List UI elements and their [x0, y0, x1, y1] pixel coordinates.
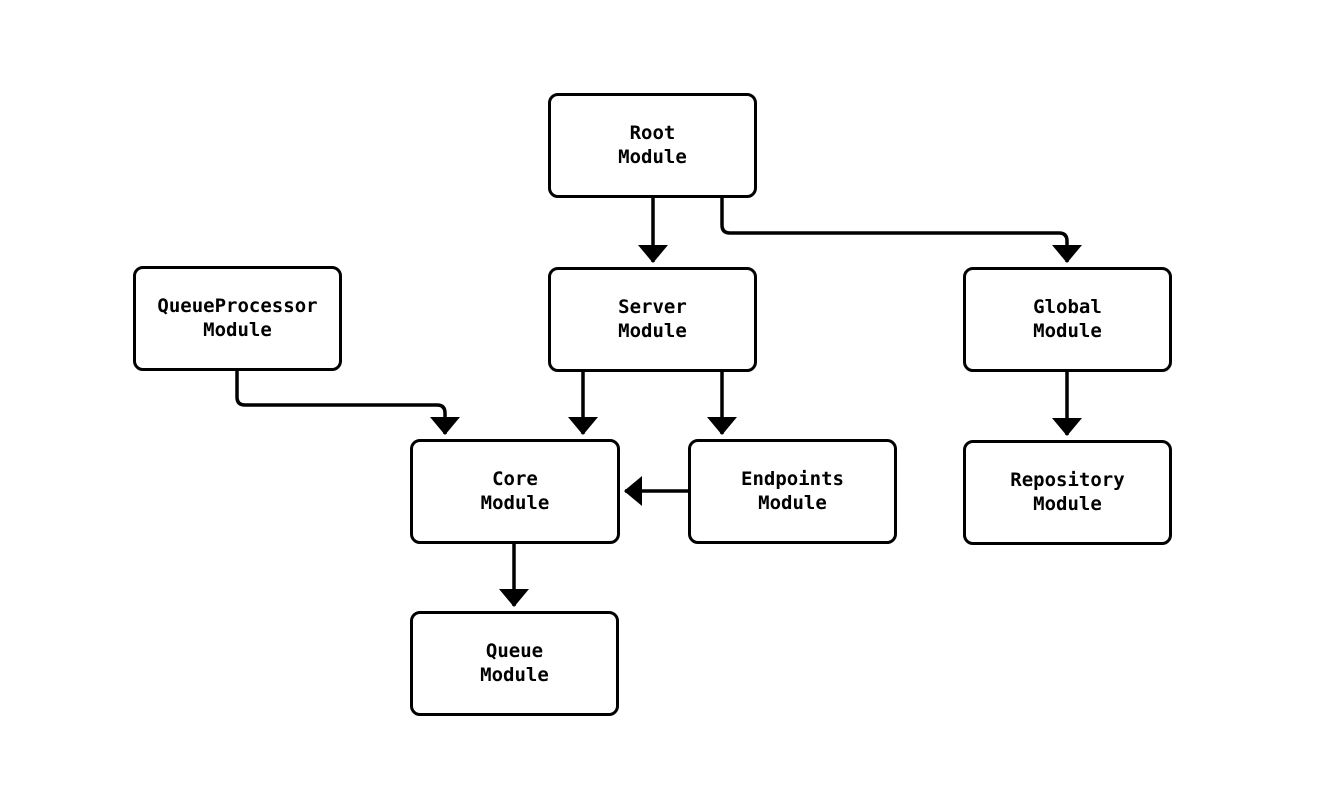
edge-root-global [720, 198, 1082, 263]
node-global-module: Global Module [963, 267, 1172, 372]
node-endpoints-module: Endpoints Module [688, 439, 897, 544]
edge-queueprocessor-core [235, 371, 460, 435]
node-repository-module: Repository Module [963, 440, 1172, 545]
node-root-module: Root Module [548, 93, 757, 198]
node-queueprocessor-module: QueueProcessor Module [133, 266, 342, 371]
node-core-module: Core Module [410, 439, 620, 544]
node-server-module: Server Module [548, 267, 757, 372]
node-queue-module: Queue Module [410, 611, 619, 716]
